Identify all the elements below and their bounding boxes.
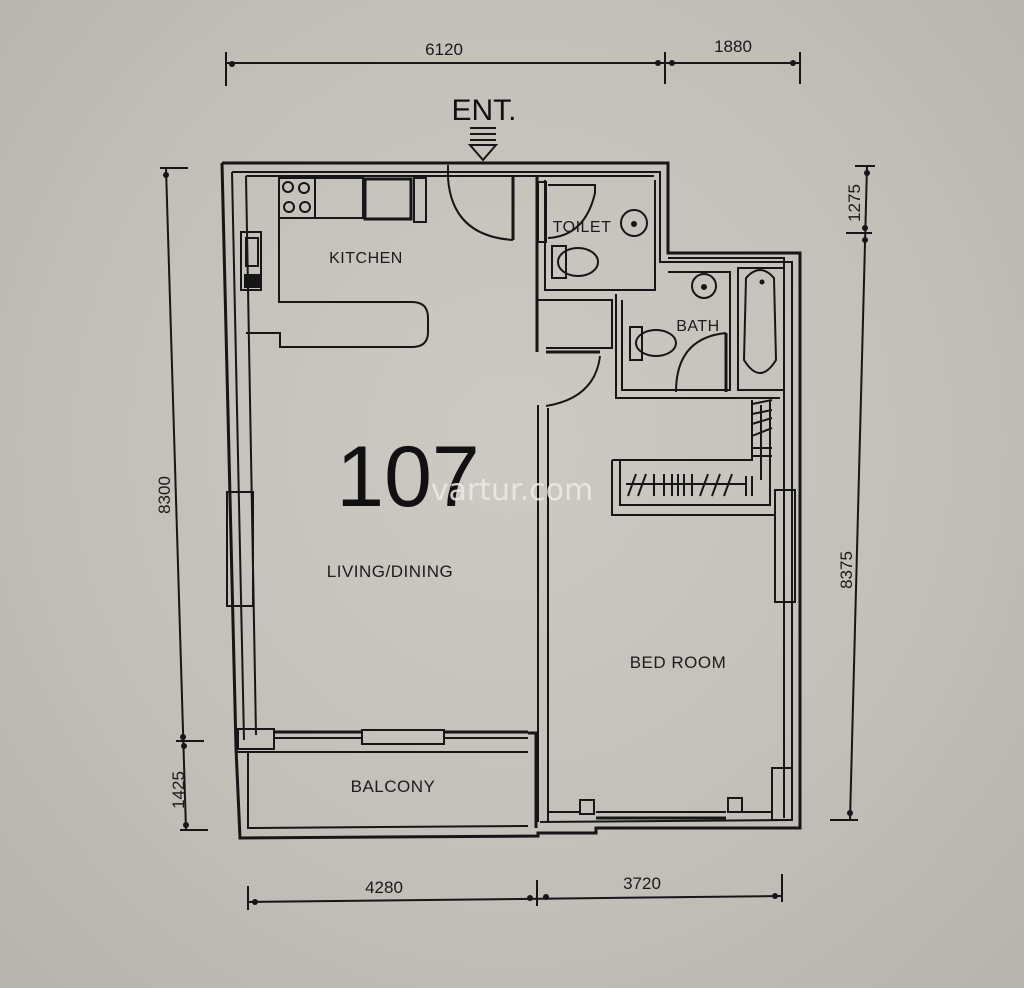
bathtub-icon bbox=[742, 269, 778, 374]
window-bedroom bbox=[774, 489, 796, 603]
dim-right-2: 8375 bbox=[837, 551, 856, 589]
room-label-living-dining: LIVING/DINING bbox=[327, 562, 453, 581]
living-sliding-door bbox=[236, 728, 538, 828]
dim-left-1: 8300 bbox=[155, 476, 174, 514]
watermark: vartur.com bbox=[431, 473, 593, 508]
entrance-marker: ENT. bbox=[451, 94, 517, 162]
dim-top-1: 6120 bbox=[425, 40, 463, 59]
unit-number: 107 bbox=[336, 429, 480, 525]
room-label-bath: BATH bbox=[676, 318, 719, 335]
dim-bottom-2: 3720 bbox=[623, 874, 661, 893]
room-label-balcony: BALCONY bbox=[351, 777, 436, 796]
fridge-icon bbox=[363, 177, 413, 221]
kitchen-fixtures: KITCHEN bbox=[240, 177, 429, 348]
room-label-bedroom: BED ROOM bbox=[630, 653, 727, 672]
toilet-bowl-icon bbox=[557, 247, 599, 277]
dimension-top: 6120 1880 bbox=[225, 37, 801, 86]
toilet-room: TOILET bbox=[535, 176, 656, 352]
exterior-walls bbox=[220, 161, 802, 840]
sink-icon bbox=[240, 231, 262, 291]
wardrobe bbox=[611, 399, 776, 516]
interior-walls bbox=[537, 350, 601, 822]
toilet-basin-icon bbox=[620, 209, 648, 237]
entrance-arrow-icon bbox=[467, 144, 499, 162]
bath-room: BATH bbox=[537, 267, 785, 399]
entrance-door bbox=[447, 165, 515, 241]
dim-bottom-1: 4280 bbox=[365, 878, 403, 897]
room-label-kitchen: KITCHEN bbox=[329, 250, 403, 267]
room-label-toilet: TOILET bbox=[553, 219, 612, 236]
bedroom-sliding-door bbox=[548, 797, 772, 820]
window-living bbox=[226, 491, 254, 607]
dimension-right: 1275 8375 bbox=[830, 165, 875, 821]
bath-basin-icon bbox=[691, 273, 717, 299]
dimension-bottom: 4280 3720 bbox=[247, 874, 783, 910]
bath-toilet-icon bbox=[635, 329, 677, 357]
balcony bbox=[247, 752, 529, 830]
dim-top-2: 1880 bbox=[714, 37, 752, 56]
entrance-label: ENT. bbox=[451, 94, 516, 127]
dimension-left: 8300 1425 bbox=[155, 167, 208, 831]
dim-left-2: 1425 bbox=[169, 771, 188, 809]
dim-right-1: 1275 bbox=[845, 184, 864, 222]
